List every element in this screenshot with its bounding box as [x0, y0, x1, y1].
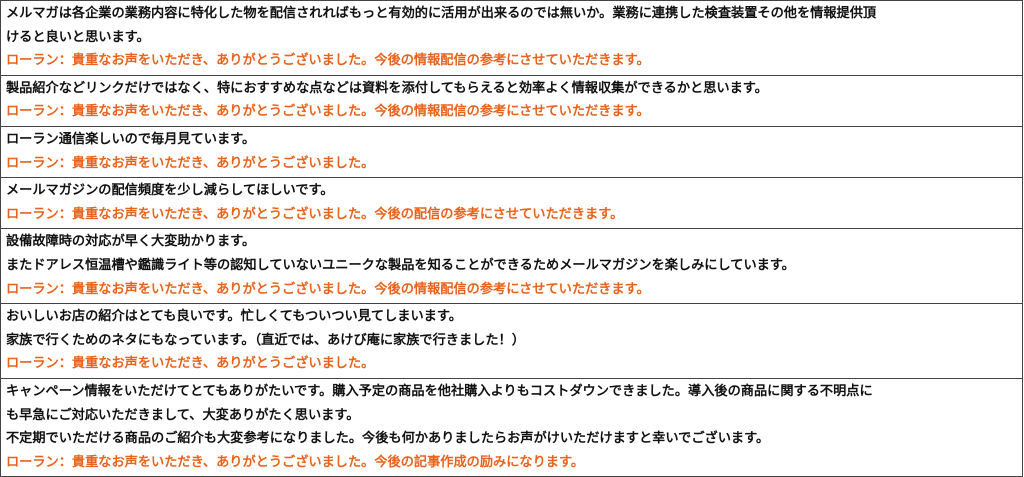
comment-text: キャンペーン情報をいただけてとてもありがたいです。購入予定の商品を他社購入よりも…: [6, 383, 873, 399]
comment-text: メルマガは各企業の業務内容に特化した物を配信されればもっと有効的に活用が出来るの…: [6, 6, 877, 21]
reply-text: ローラン：貴重なお声をいただき、ありがとうございました。: [6, 356, 375, 372]
comment-text: 不定期でいただける商品のご紹介も大変参考になりました。今後も何かありましたらお声…: [6, 431, 770, 447]
feedback-entry: 製品紹介などリンクだけではなく、特におすすめな点などは資料を添付してもらえると効…: [1, 76, 1022, 127]
reply-text: ローラン：貴重なお声をいただき、ありがとうございました。今後の情報配信の参考にさ…: [6, 281, 650, 297]
reply-text: ローラン：貴重なお声をいただき、ありがとうございました。今後の情報配信の参考にさ…: [6, 104, 650, 120]
comment-text: おいしいお店の紹介はとても良いです。忙しくてもついつい見てしまいます。: [6, 309, 462, 325]
comment-text: メールマガジンの配信頻度を少し減らしてほしいです。: [6, 183, 334, 199]
reply-text: ローラン：貴重なお声をいただき、ありがとうございました。今後の情報配信の参考にさ…: [6, 53, 650, 69]
feedback-entry: キャンペーン情報をいただけてとてもありがたいです。購入予定の商品を他社購入よりも…: [1, 379, 1022, 477]
comment-text: 製品紹介などリンクだけではなく、特におすすめな点などは資料を添付してもらえると効…: [6, 80, 768, 96]
comment-text: 家族で行くためのネタにもなっています。（直近では、あけび庵に家族で行きました！）: [6, 332, 525, 348]
reply-text: ローラン：貴重なお声をいただき、ありがとうございました。今後の配信の参考にさせて…: [6, 206, 624, 222]
comment-text: 設備故障時の対応が早く大変助かります。: [6, 234, 256, 250]
feedback-entry: メルマガは各企業の業務内容に特化した物を配信されればもっと有効的に活用が出来るの…: [1, 1, 1022, 76]
feedback-entry: ローラン通信楽しいので毎月見ています。 ローラン：貴重なお声をいただき、ありがと…: [1, 127, 1022, 179]
feedback-entry: メールマガジンの配信頻度を少し減らしてほしいです。 ローラン：貴重なお声をいただ…: [1, 178, 1022, 230]
feedback-entry: 設備故障時の対応が早く大変助かります。 またドアレス恒温槽や鑑識ライト等の認知し…: [1, 229, 1022, 305]
comment-text: も早急にご対応いただきまして、大変ありがたく思います。: [6, 407, 360, 423]
reply-text: ローラン：貴重なお声をいただき、ありがとうございました。: [6, 155, 375, 171]
comment-text: けると良いと思います。: [6, 29, 150, 45]
comment-text: またドアレス恒温槽や鑑識ライト等の認知していないユニークな製品を知ることができる…: [6, 257, 795, 273]
comment-text: ローラン通信楽しいので毎月見ています。: [6, 131, 256, 147]
feedback-entry: おいしいお店の紹介はとても良いです。忙しくてもついつい見てしまいます。 家族で行…: [1, 304, 1022, 379]
reply-text: ローラン：貴重なお声をいただき、ありがとうございました。今後の記事作成の励みにな…: [6, 454, 585, 470]
